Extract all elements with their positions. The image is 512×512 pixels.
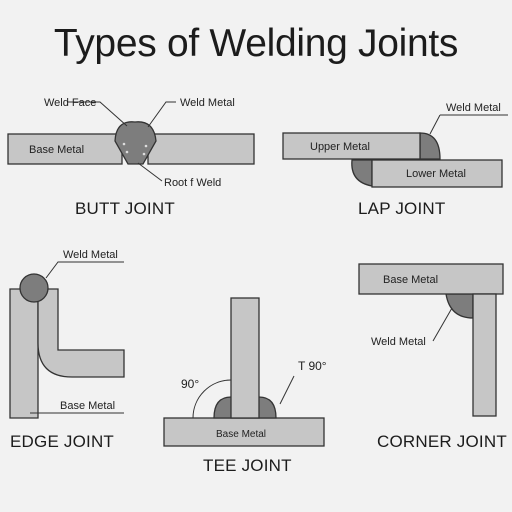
tee-base-plate [163,417,325,447]
butt-weld-metal-leader [147,101,176,128]
butt-right-plate [147,133,255,165]
lap-upper-metal-label: Upper Metal [310,141,370,153]
corner-top-plate [358,263,504,295]
butt-weld-pore [125,150,129,154]
corner-weld-bead [445,293,474,319]
butt-weld-bead [114,121,157,165]
edge-joint-title: EDGE JOINT [10,432,115,451]
butt-base-metal-label: Base Metal [29,144,84,156]
tee-joint-figure [163,297,325,447]
weld-face-label: Weld Face [44,97,96,109]
edge-plate-bent [37,288,125,378]
lap-lower-metal-label: Lower Metal [406,168,466,180]
tee-angle-left-label: 90° [181,377,199,391]
butt-weld-pore [122,142,126,146]
tee-angle-leader-right [279,375,295,405]
tee-vertical-plate [230,297,260,419]
page-title: Types of Welding Joints [53,22,459,65]
corner-base-metal-label: Base Metal [383,274,438,286]
butt-joint-title: BUTT JOINT [75,199,175,218]
butt-weld-pore [142,152,146,156]
corner-joint-figure [358,263,504,417]
butt-joint-figure [7,101,255,182]
edge-joint-figure [9,261,125,419]
root-label: Root f Weld [164,177,221,189]
butt-left-plate [7,133,123,165]
root-leader [137,162,163,182]
edge-base-metal-label: Base Metal [60,400,115,412]
lap-lower-plate [371,159,503,188]
lap-joint-figure [282,114,508,188]
corner-joint-title: CORNER JOINT [377,432,507,451]
lap-weld-bottom [351,159,373,187]
edge-plate-l [9,288,39,419]
weld-face-leader [67,101,128,127]
butt-weld-metal-label: Weld Metal [180,97,235,109]
tee-base-metal-label: Base Metal [216,429,266,440]
corner-weld-metal-label: Weld Metal [371,336,426,348]
butt-weld-pore [144,144,148,148]
lap-weld-top [419,132,441,160]
edge-weld-metal-leader [45,261,124,279]
corner-weld-metal-leader [432,307,453,342]
corner-vertical-plate [472,293,497,417]
tee-angle-arc-left [192,379,232,419]
lap-joint-title: LAP JOINT [358,199,446,218]
tee-joint-title: TEE JOINT [203,456,292,475]
lap-weld-metal-label: Weld Metal [446,102,501,114]
edge-weld-metal-label: Weld Metal [63,249,118,261]
lap-upper-plate [282,132,421,160]
edge-weld-bead [19,273,49,303]
lap-weld-metal-leader [429,114,441,135]
tee-angle-right-label: T 90° [298,359,327,373]
